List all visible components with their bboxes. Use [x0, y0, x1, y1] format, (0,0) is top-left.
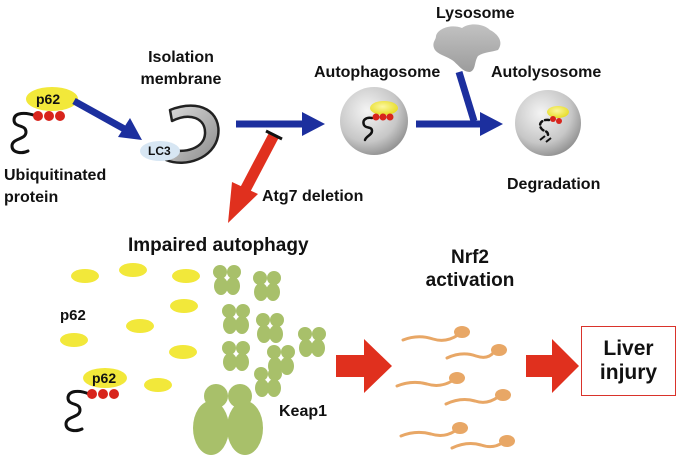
keap1-dimer [213, 265, 241, 295]
keap1-dimer [253, 271, 281, 301]
ubiquitin-dot [44, 111, 54, 121]
ubiquitin-dot [55, 111, 65, 121]
nrf2-label-line2: activation [425, 270, 515, 291]
nrf2-protein [444, 389, 511, 406]
p62-oval [144, 378, 172, 392]
ubiquitinated-protein-label-line2: protein [4, 189, 59, 206]
lysosome-shape [433, 24, 501, 72]
liver-injury-label-line1: Liver [603, 337, 654, 360]
keap1-dimer [222, 341, 250, 371]
keap1-label: Keap1 [279, 403, 328, 420]
p62-oval-cluster [60, 263, 200, 392]
keap1-dimer [222, 304, 250, 334]
red-block-arrow-1 [336, 339, 392, 393]
p62-oval [126, 319, 154, 333]
red-block-arrow-2 [526, 339, 579, 393]
keap1-dimer [298, 327, 326, 357]
p62-label-free: p62 [60, 307, 86, 324]
isolation-membrane-shape [140, 104, 220, 164]
keap1-dimer [256, 313, 284, 343]
p62-oval-bottom [83, 368, 127, 388]
autolysosome-label: Autolysosome [491, 64, 602, 81]
lc3-badge [140, 141, 180, 161]
p62-oval [119, 263, 147, 277]
liver-injury-label-line2: injury [599, 361, 658, 384]
protein-chain-top [10, 111, 38, 155]
red-arrow-atg7 [228, 129, 283, 223]
nrf2-protein [401, 326, 470, 342]
blue-arrow-3 [416, 70, 503, 136]
p62-in-autophagosome [370, 101, 398, 115]
keap1-dimer [254, 367, 282, 397]
autolysosome-sphere [515, 90, 581, 156]
lc3-label: LC3 [148, 144, 171, 158]
p62-label-top: p62 [36, 91, 61, 107]
blue-arrow-2 [236, 112, 325, 136]
p62-oval [172, 269, 200, 283]
autophagosome-label: Autophagosome [314, 64, 441, 81]
blue-arrow-1 [72, 97, 142, 140]
impaired-autophagy-label: Impaired autophagy [128, 235, 309, 256]
degradation-label: Degradation [507, 176, 601, 193]
p62-oval [71, 269, 99, 283]
isolation-membrane-label-line1: Isolation [148, 49, 214, 66]
ubiquitinated-protein-label-line1: Ubiquitinated [4, 167, 107, 184]
isolation-membrane-label-line2: membrane [140, 71, 222, 88]
keap1-dimer-large [193, 384, 263, 455]
p62-oval [170, 299, 198, 313]
autophagosome-sphere [340, 87, 408, 155]
ubiquitinated-protein-top [10, 87, 78, 155]
nrf2-protein [399, 422, 468, 438]
atg7-deletion-label: Atg7 deletion [262, 188, 364, 205]
p62-oval-top [26, 87, 78, 111]
p62-oval [169, 345, 197, 359]
nrf2-cluster [395, 326, 515, 450]
keap1-dimer [267, 345, 295, 375]
ubiquitinated-protein-bottom [64, 368, 127, 433]
lysosome-label: Lysosome [436, 5, 515, 22]
nrf2-label-line1: Nrf2 [450, 247, 489, 268]
nrf2-protein [445, 344, 507, 360]
p62-label-bottom: p62 [92, 370, 117, 386]
keap1-cluster [193, 265, 326, 455]
ubiquitin-dot [33, 111, 43, 121]
nrf2-protein [450, 435, 515, 450]
liver-injury-box: Liver injury [581, 326, 676, 396]
p62-oval [60, 333, 88, 347]
nrf2-protein [395, 372, 465, 388]
